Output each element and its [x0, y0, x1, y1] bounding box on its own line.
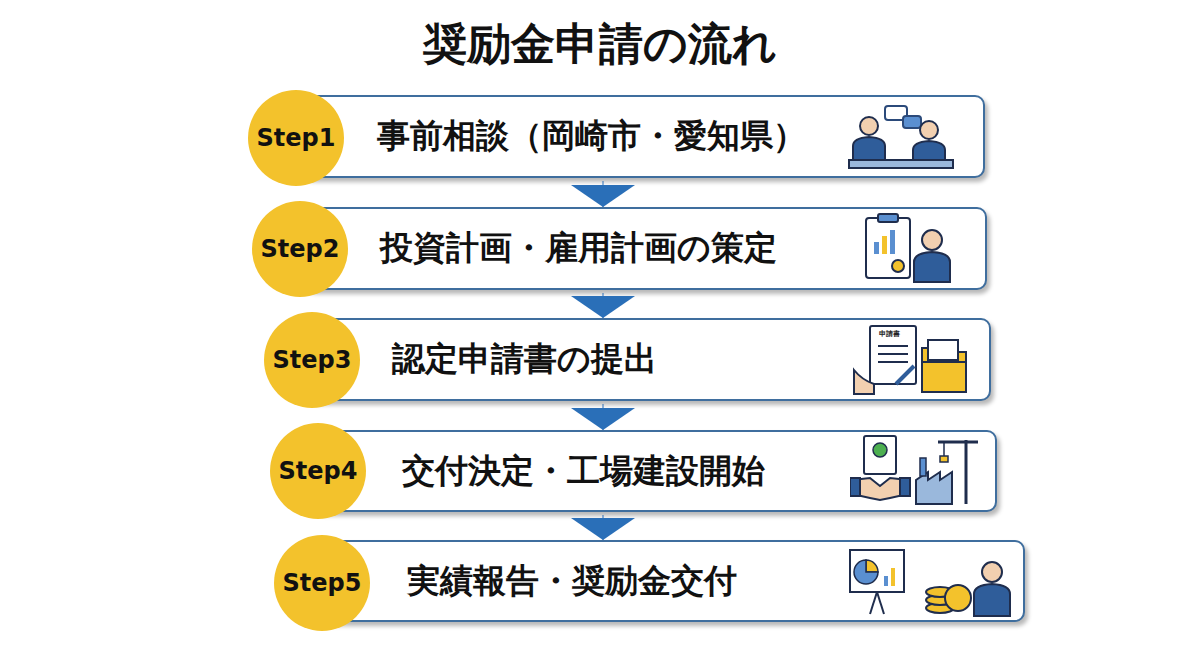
flow-arrow: [571, 404, 635, 430]
step-label: 交付決定・工場建設開始: [402, 449, 765, 494]
step-number: Step2: [261, 235, 340, 263]
bar: [874, 242, 879, 254]
consultation-icon: [845, 102, 957, 172]
table: [849, 160, 953, 168]
coin: [945, 585, 971, 611]
step-label: 実績報告・奨励金交付: [407, 559, 737, 604]
clipboard: [866, 218, 910, 278]
arrow-head: [571, 296, 635, 318]
process-box: 実績報告・奨励金交付: [320, 540, 1025, 622]
step-label: 事前相談（岡崎市・愛知県）: [377, 114, 806, 159]
person-body: [914, 252, 950, 282]
document: [870, 326, 916, 384]
step-circle: Step2: [252, 201, 348, 297]
arrow-head: [571, 518, 635, 540]
bar: [890, 230, 895, 254]
folder-front: [922, 362, 966, 392]
pie-slice: [866, 560, 878, 572]
chart-board: [850, 550, 904, 592]
step-number: Step5: [283, 569, 362, 597]
person-head: [860, 117, 878, 135]
arrow-head: [571, 185, 635, 207]
document-line: [878, 345, 908, 347]
person-head: [920, 121, 938, 139]
arrow-line: [603, 515, 604, 540]
step-number: Step4: [279, 457, 358, 485]
construction-icon: [850, 434, 980, 506]
arrow-line: [603, 404, 604, 430]
clipboard-clip: [878, 214, 898, 222]
crane-load: [940, 456, 948, 462]
pie-slice: [854, 560, 878, 584]
flow-arrow: [571, 293, 635, 318]
bar: [891, 568, 895, 586]
flow-arrow: [571, 515, 635, 540]
step-circle: Step3: [264, 312, 360, 408]
pen: [896, 366, 914, 384]
diagram-title: 奨励金申請の流れ: [0, 14, 1200, 74]
step-number: Step3: [273, 346, 352, 374]
person-head: [982, 562, 1002, 582]
bar: [884, 576, 888, 586]
flow-arrow: [571, 181, 635, 207]
arrow-line: [603, 181, 604, 207]
speech-bubble: [903, 116, 921, 128]
check-mark: [873, 443, 887, 457]
document-line: [878, 361, 908, 363]
step-circle: Step5: [274, 535, 370, 631]
document-line: [878, 353, 908, 355]
person-head: [922, 230, 942, 250]
step-number: Step1: [257, 124, 336, 152]
step-circle: Step4: [270, 423, 366, 519]
sleeve: [900, 478, 910, 496]
sleeve: [850, 478, 860, 496]
folder-paper: [928, 340, 958, 360]
application-icon: [852, 322, 970, 396]
document-label: 申請書: [876, 329, 902, 339]
arrow-head: [571, 408, 635, 430]
planning-icon: [862, 212, 958, 284]
crane-cable: [943, 442, 945, 456]
factory: [916, 472, 952, 504]
document: [864, 436, 896, 474]
step-label: 認定申請書の提出: [392, 337, 657, 382]
gear: [892, 260, 904, 272]
step-circle: Step1: [248, 90, 344, 186]
chimney: [920, 458, 926, 476]
person-body: [974, 584, 1010, 616]
bar: [882, 236, 887, 254]
report-icon: [846, 546, 1014, 618]
arrow-line: [603, 293, 604, 318]
step-label: 投資計画・雇用計画の策定: [380, 226, 777, 271]
crane-mast: [965, 440, 968, 504]
